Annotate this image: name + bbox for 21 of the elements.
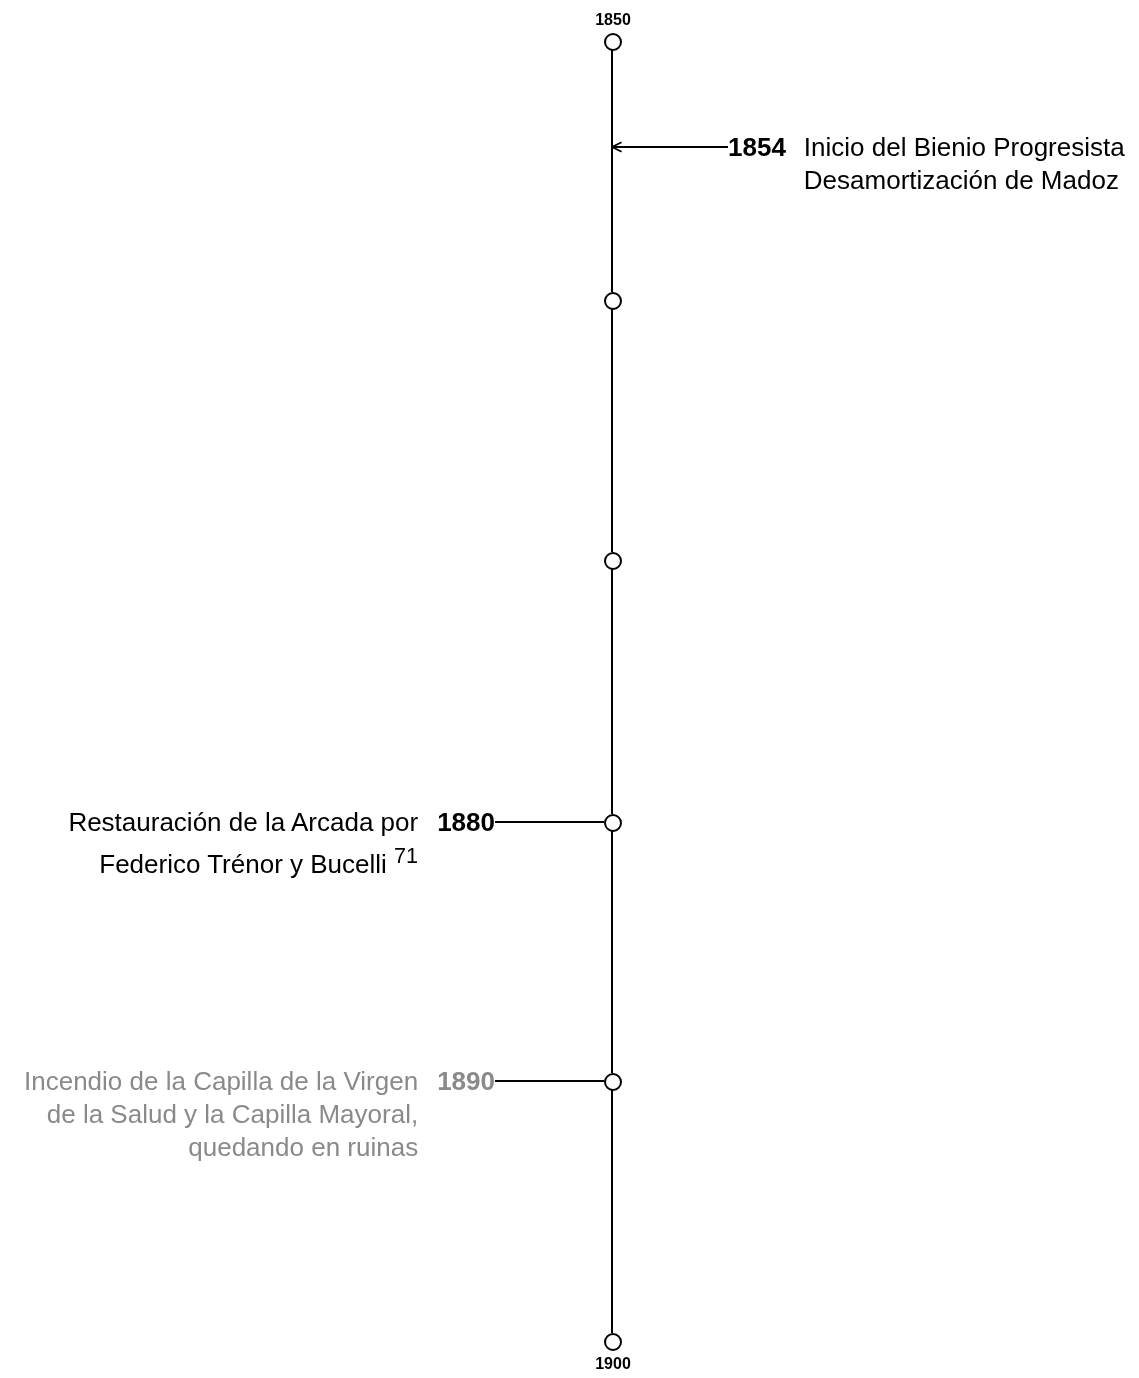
connector-line	[611, 141, 729, 153]
connector-line	[494, 821, 605, 823]
timeline-point	[604, 814, 622, 832]
connector-line	[611, 48, 613, 293]
timeline-point	[604, 1073, 622, 1091]
connector-line	[611, 1088, 613, 1334]
event-description: Desamortización de Madoz	[803, 164, 1120, 197]
event-description: Restauración de la Arcada por Federico Trénor y Bucelli $^{71}$	[67, 806, 419, 881]
connector-line	[611, 829, 613, 1074]
year-label: 1850	[595, 11, 631, 29]
timeline-point	[604, 292, 622, 310]
year-label: 1900	[595, 1355, 631, 1373]
connector-line	[494, 1080, 605, 1082]
event-description: Incendio de la Capilla de la Virgen de la Salud y la Capilla Mayoral, quedando en ruinas	[23, 1065, 419, 1164]
timeline-point	[604, 552, 622, 570]
connector-line	[611, 567, 613, 815]
year-label: 1880	[437, 806, 495, 839]
year-label: 1890	[437, 1065, 495, 1098]
event-description: Inicio del Bienio Progresista	[803, 131, 1125, 164]
year-label: 1854	[728, 131, 786, 164]
connector-line	[611, 307, 613, 553]
